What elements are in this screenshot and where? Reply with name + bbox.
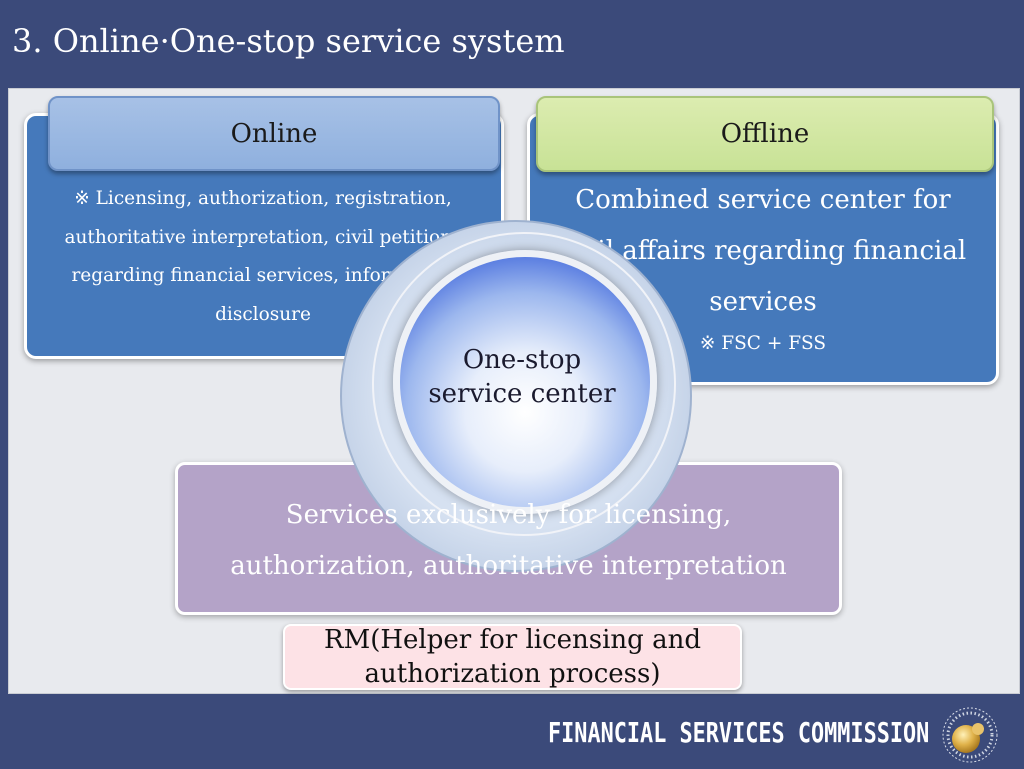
- fsc-seal-logo: [934, 705, 1008, 765]
- rm-helper-box: RM(Helper for licensing and authorizatio…: [283, 624, 742, 690]
- offline-note: ※ FSC + FSS: [699, 333, 827, 354]
- fsc-brand-wordmark: FINANCIAL SERVICES COMMISSION: [548, 716, 930, 749]
- one-stop-center-circle: [393, 250, 657, 514]
- rm-line-2: authorization process): [364, 659, 661, 689]
- exclusive-line-2: authorization, authoritative interpretat…: [230, 551, 787, 581]
- fsc-seal-icon: [942, 707, 998, 763]
- offline-description: Combined service center for civil affair…: [530, 175, 996, 328]
- center-line-2: service center: [428, 379, 616, 409]
- offline-line: Combined service center for: [575, 185, 951, 215]
- online-description: ※ Licensing, authorization, registration…: [38, 180, 488, 334]
- online-line: regarding financial services, informatio…: [71, 265, 455, 286]
- online-line: authoritative interpretation, civil peti…: [64, 226, 462, 248]
- exclusive-line-1: Services exclusively for licensing,: [285, 500, 732, 530]
- offline-header: Offline: [536, 96, 994, 172]
- rm-line-1: RM(Helper for licensing and: [324, 625, 701, 655]
- center-orbit-ring: [372, 232, 676, 536]
- slide-title: 3. Online·One-stop service system: [12, 22, 565, 60]
- online-line: disclosure: [215, 303, 311, 325]
- center-line-1: One-stop: [462, 345, 582, 375]
- offline-line: services: [709, 287, 817, 317]
- exclusive-services-text: Services exclusively for licensing, auth…: [180, 490, 837, 592]
- one-stop-center-label: One-stop service center: [393, 343, 651, 411]
- offline-header-label: Offline: [720, 119, 810, 149]
- online-header-label: Online: [230, 118, 318, 149]
- online-header: Online: [48, 96, 500, 171]
- online-line: ※ Licensing, authorization, registration…: [74, 188, 452, 209]
